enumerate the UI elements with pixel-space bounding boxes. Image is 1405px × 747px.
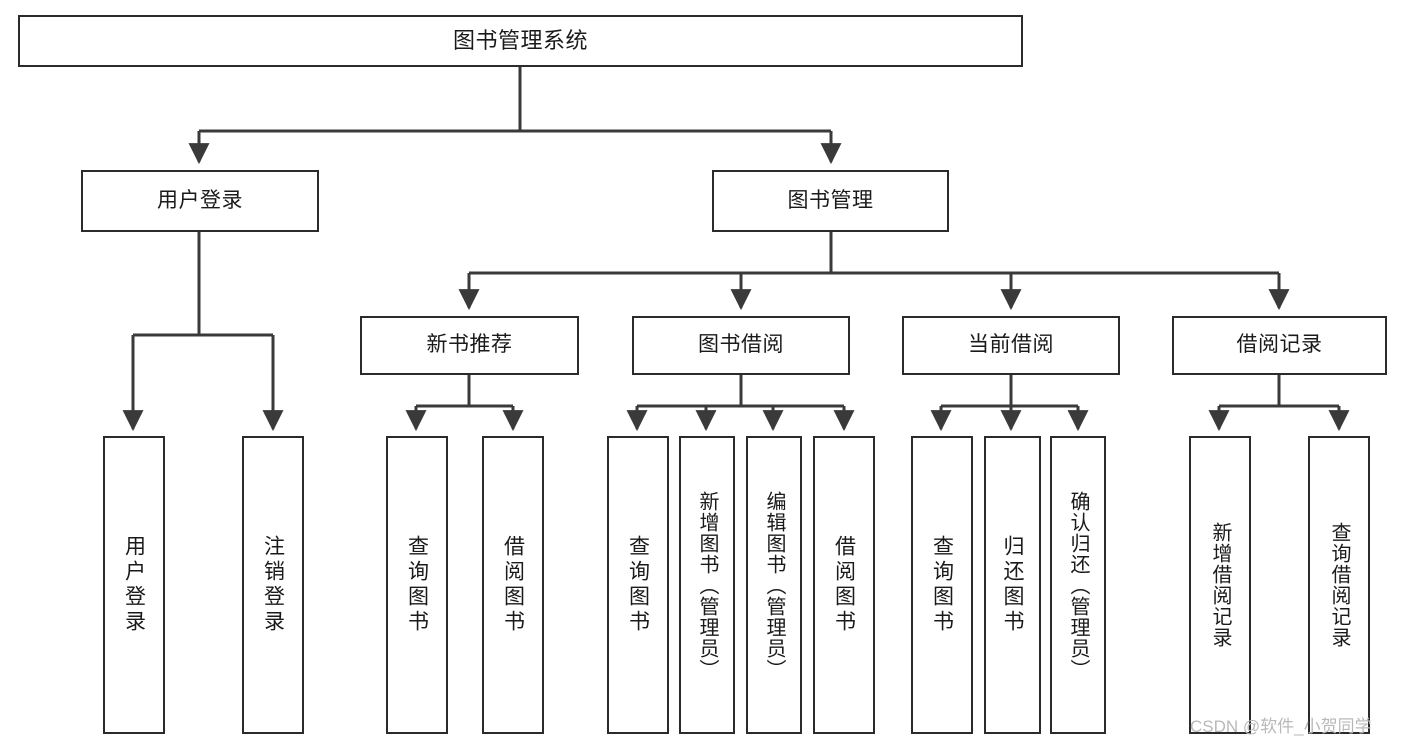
node-label: 图书管理	[787, 188, 874, 212]
node-label: 查询图书	[930, 535, 954, 635]
node-borrow-record[interactable]: 借阅记录	[1172, 316, 1387, 375]
node-label: 借阅记录	[1236, 333, 1323, 357]
node-label: 借阅图书	[501, 535, 525, 635]
node-root-system[interactable]: 图书管理系统	[18, 15, 1023, 67]
node-leaf-borrow-book-1[interactable]: 借阅图书	[482, 436, 544, 734]
node-leaf-confirm-return[interactable]: 确认归还（管理员）	[1050, 436, 1106, 734]
node-user-login[interactable]: 用户登录	[81, 170, 319, 232]
node-label: 查询图书	[405, 535, 429, 635]
node-leaf-borrow-book-2[interactable]: 借阅图书	[813, 436, 875, 734]
csdn-watermark: CSDN @软件_小贺同学	[1190, 717, 1372, 736]
node-label: 查询图书	[626, 535, 650, 635]
node-label: 新书推荐	[426, 333, 513, 357]
node-label: 新增图书（管理员）	[696, 490, 718, 680]
node-book-manage[interactable]: 图书管理	[712, 170, 949, 232]
node-label: 新增借阅记录	[1209, 522, 1231, 648]
node-book-borrow[interactable]: 图书借阅	[632, 316, 850, 375]
node-leaf-query-record[interactable]: 查询借阅记录	[1308, 436, 1370, 734]
node-new-book-rec[interactable]: 新书推荐	[360, 316, 579, 375]
node-label: 注销登录	[261, 535, 285, 635]
node-leaf-query-book-3[interactable]: 查询图书	[911, 436, 973, 734]
node-leaf-user-login[interactable]: 用户登录	[103, 436, 165, 734]
node-label: 图书借阅	[698, 333, 784, 357]
node-label: 用户登录	[122, 535, 146, 635]
node-leaf-user-logout[interactable]: 注销登录	[242, 436, 304, 734]
node-leaf-return-book[interactable]: 归还图书	[984, 436, 1041, 734]
node-label: 当前借阅	[968, 333, 1054, 357]
node-label: 归还图书	[1001, 535, 1024, 635]
node-leaf-query-book-1[interactable]: 查询图书	[386, 436, 448, 734]
node-label: 确认归还（管理员）	[1067, 490, 1089, 680]
node-label: 图书管理系统	[452, 28, 588, 54]
node-current-borrow[interactable]: 当前借阅	[902, 316, 1120, 375]
node-label: 借阅图书	[832, 535, 856, 635]
node-label: 编辑图书（管理员）	[763, 490, 785, 680]
node-leaf-query-book-2[interactable]: 查询图书	[607, 436, 669, 734]
node-label: 用户登录	[157, 188, 243, 212]
node-label: 查询借阅记录	[1328, 522, 1350, 648]
node-leaf-add-book[interactable]: 新增图书（管理员）	[679, 436, 735, 734]
node-leaf-add-record[interactable]: 新增借阅记录	[1189, 436, 1251, 734]
node-leaf-edit-book[interactable]: 编辑图书（管理员）	[746, 436, 802, 734]
